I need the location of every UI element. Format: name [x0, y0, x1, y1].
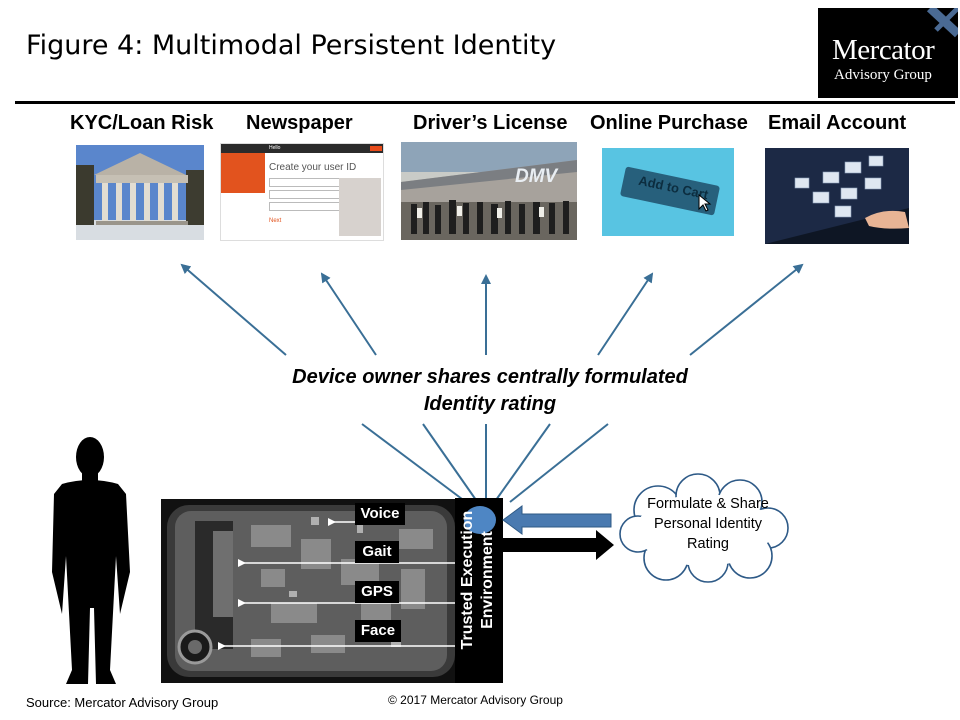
page-title: Figure 4: Multimodal Persistent Identity [26, 30, 557, 61]
signup-next-text: Next [269, 218, 282, 224]
spoke-line-5 [509, 423, 609, 503]
arrow-kyc [180, 263, 287, 356]
signup-header-text: Hello [269, 145, 281, 151]
logo-line1: Mercator [832, 34, 935, 66]
sharing-line-1: Device owner shares centrally formulated [292, 366, 688, 388]
modality-gps: GPS [355, 581, 399, 603]
add-to-cart-image: Add to Cart [602, 148, 734, 236]
arrow-newspaper [320, 272, 377, 356]
signup-heading: Create your user ID [269, 162, 357, 173]
spoke-line-4 [495, 423, 551, 501]
arrow-online-purchase [597, 272, 654, 356]
logo-x-mark [926, 8, 958, 38]
arrow-email-account [689, 263, 804, 356]
modality-face: Face [355, 620, 401, 642]
sharing-line-2: Identity rating [423, 393, 557, 415]
category-kyc-loan-risk: KYC/Loan Risk [70, 112, 214, 134]
email-envelopes-image [765, 148, 909, 244]
modality-voice: Voice [355, 503, 405, 525]
category-email-account: Email Account [768, 112, 907, 134]
input-arrow [502, 505, 612, 535]
modality-gait: Gait [355, 541, 399, 563]
source-note: Source: Mercator Advisory Group [26, 695, 219, 710]
dmv-line-image: DMV [401, 142, 577, 240]
category-online-purchase: Online Purchase [590, 112, 748, 134]
newspaper-signup-image: Hello Create your user ID Next [220, 143, 384, 241]
bank-building-image [76, 145, 204, 240]
tee-indicator-dot [464, 506, 496, 534]
cursor-icon [698, 194, 712, 212]
category-newspaper: Newspaper [246, 112, 353, 134]
spoke-line-2 [422, 423, 477, 501]
sharing-description: Device owner shares centrally formulated… [250, 364, 730, 418]
dmv-sign-text: DMV [515, 166, 558, 187]
spoke-line-1 [361, 423, 467, 503]
copyright-note: © 2017 Mercator Advisory Group [388, 693, 563, 707]
mercator-logo: Mercator Advisory Group [818, 8, 958, 98]
cloud-shape [619, 473, 789, 583]
cloud-text: Formulate & Share Personal Identity Rati… [647, 496, 769, 552]
output-arrow [503, 530, 614, 560]
title-divider [15, 101, 955, 104]
logo-line2: Advisory Group [834, 67, 932, 83]
person-silhouette [52, 437, 130, 684]
category-drivers-license: Driver’s License [413, 112, 568, 134]
